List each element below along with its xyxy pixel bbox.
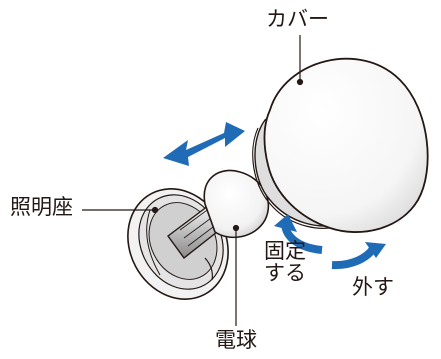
label-remove: 外す: [352, 275, 394, 299]
label-cover: カバー: [266, 7, 329, 31]
rotate-fix-arrow-icon: [274, 214, 323, 254]
label-fix-line1: 固定: [264, 239, 306, 263]
label-fix-line2: する: [264, 261, 306, 286]
cover: [252, 57, 429, 233]
leader-lines: [82, 35, 304, 326]
assembly-arrow-icon: [163, 122, 245, 166]
label-bulb: 電球: [215, 328, 257, 352]
rotate-remove-arrow-icon: [331, 242, 386, 270]
label-socket: 照明座: [10, 195, 73, 219]
label-fix: 固定 する: [264, 240, 306, 284]
